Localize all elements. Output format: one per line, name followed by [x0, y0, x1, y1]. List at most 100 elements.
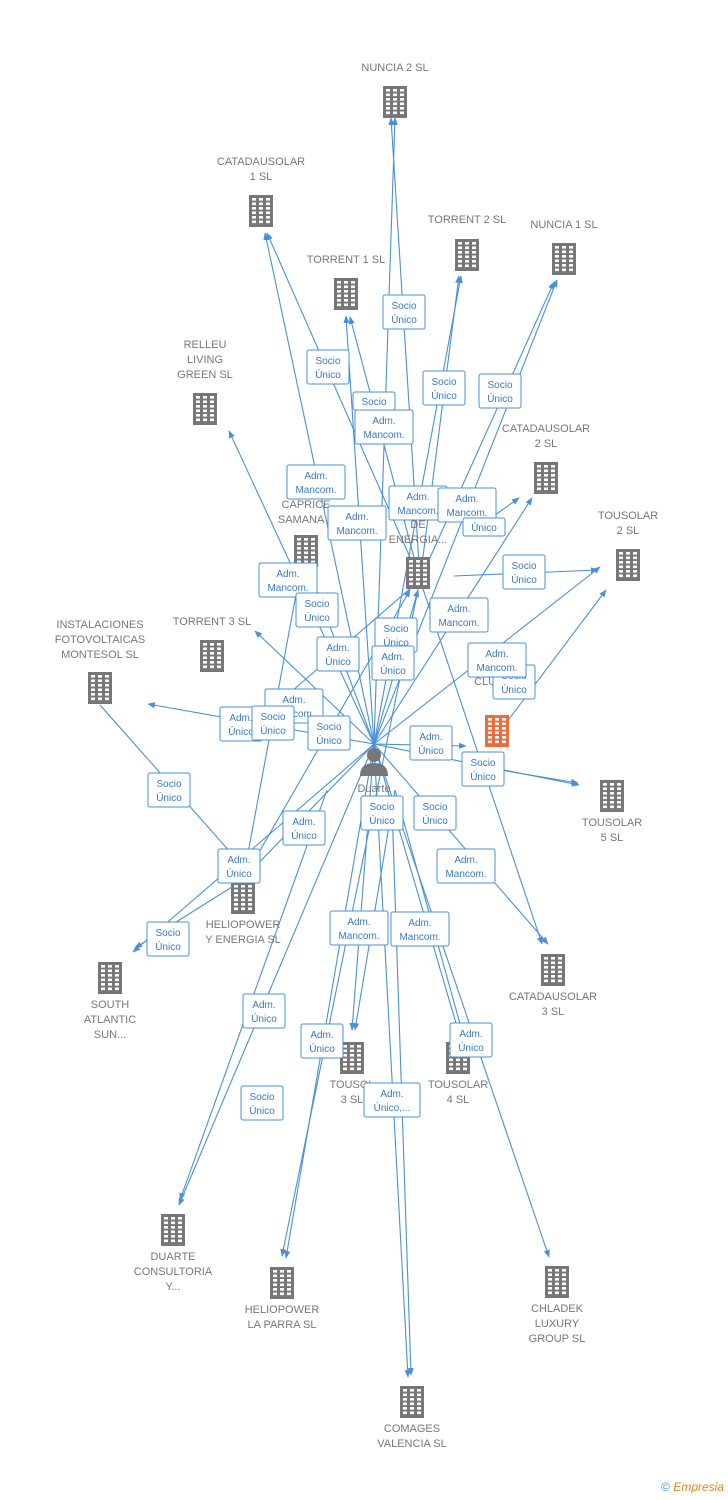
edge-label-text: Único [315, 368, 341, 381]
edge-label-adm: Adm.Mancom. [429, 597, 489, 633]
edge-label-text: Mancom. [446, 508, 487, 519]
node-label: FOTOVOLTAICAS [55, 634, 145, 646]
node-label: TORRENT 3 SL [173, 616, 251, 628]
edge-label-text: Socio [431, 377, 456, 388]
building-icon [88, 672, 112, 704]
company-node-nuncia1[interactable]: NUNCIA 1 SL [530, 219, 598, 275]
building-icon [485, 715, 509, 747]
edge-label-text: Adm. [310, 1030, 333, 1041]
node-label: GREEN SL [177, 369, 233, 381]
edge-label-text: Único [422, 814, 448, 827]
company-node-nuncia2[interactable]: NUNCIA 2 SL [361, 62, 429, 118]
edge-label-text: Único [458, 1041, 484, 1054]
edge-label-socio: Socio [352, 391, 396, 411]
relationship-edge [496, 589, 607, 736]
company-node-torrent3[interactable]: TORRENT 3 SL [173, 616, 251, 672]
edge-label-text: Adm. [345, 512, 368, 523]
edge-label-adm: Adm.Mancom. [258, 562, 318, 598]
node-label: ATLANTIC [84, 1014, 136, 1026]
edge-label-text: Adm. [282, 695, 305, 706]
relationship-edge [132, 743, 375, 953]
edge-label-adm: Adm.Único [217, 848, 261, 884]
company-node-duarte_consultoria[interactable]: DUARTECONSULTORIAY... [134, 1214, 213, 1293]
edge-label-text: Mancom. [363, 430, 404, 441]
edge-label-text: Mancom. [336, 526, 377, 537]
edge-label-adm: Adm.Mancom. [436, 848, 496, 884]
relationship-edge [348, 316, 421, 581]
edge-label-adm: Adm. Mancom. [327, 505, 387, 541]
edge-label-text: Único [309, 1042, 335, 1055]
edge-label-text: Adm. [485, 649, 508, 660]
node-label: LIVING [187, 354, 223, 366]
brand-logo[interactable]: Empresia [673, 1480, 724, 1494]
building-icon [600, 780, 624, 812]
relationship-edge [419, 281, 555, 581]
edge-label-text: Adm. [292, 817, 315, 828]
edge-label-text: Adm. [276, 569, 299, 580]
node-label: HELIOPOWER [206, 919, 281, 931]
edge-label-text: Socio [383, 624, 408, 635]
building-icon [161, 1214, 185, 1246]
building-icon [552, 243, 576, 275]
node-label: TOUSOLAR [598, 510, 658, 522]
edge-label-text: Único [418, 744, 444, 757]
edge-label-text: Socio [470, 758, 495, 769]
person-icon [360, 748, 388, 776]
edge-label-text: Único [470, 770, 496, 783]
node-label: LUXURY [535, 1318, 580, 1330]
edge-label-text: Único [251, 1012, 277, 1025]
node-label: 3 SL [341, 1094, 364, 1106]
edge-label-text: Único [369, 814, 395, 827]
company-node-caprice[interactable]: CAPRICE SAMANA S [278, 499, 334, 567]
node-label: SAMANA S [278, 514, 334, 526]
edge-label-text: Único [380, 664, 406, 677]
edge-label-text: Único [260, 724, 286, 737]
company-node-torrent1[interactable]: TORRENT 1 SL [307, 254, 385, 310]
edge-label-text: Adm. [380, 1089, 403, 1100]
company-node-south[interactable]: SOUTHATLANTICSUN... [84, 962, 136, 1041]
company-node-energia[interactable]: DEENERGIA... [389, 519, 448, 589]
company-node-torrent2[interactable]: TORRENT 2 SL [428, 214, 506, 271]
edge-label-text: Adm. [304, 471, 327, 482]
edge-label-text: Adm. [227, 855, 250, 866]
node-label: CAPRICE [282, 499, 331, 511]
building-icon [334, 278, 358, 310]
node-label: GROUP SL [529, 1333, 586, 1345]
edge-label-adm: Adm.Único [300, 1023, 344, 1059]
edge-label-text: Mancom. [295, 485, 336, 496]
edge-label-text: Adm. [455, 494, 478, 505]
building-icon [616, 549, 640, 581]
edge-label-adm: Adm. Mancom. [437, 487, 497, 523]
node-label: LA PARRA SL [248, 1319, 317, 1331]
node-label: TORRENT 2 SL [428, 214, 506, 226]
edge-label-text: Mancom. [445, 869, 486, 880]
edge-label-text: Socio [304, 599, 329, 610]
edge-label-adm: Adm.Único,... [363, 1082, 421, 1118]
edge-label-text: Único [228, 725, 254, 738]
edge-label-text: Adm. [419, 732, 442, 743]
edge-label-text: Mancom. [338, 931, 379, 942]
node-label: TOUSOLAR [428, 1079, 488, 1091]
building-icon [193, 393, 217, 425]
node-label: DE [410, 519, 425, 531]
